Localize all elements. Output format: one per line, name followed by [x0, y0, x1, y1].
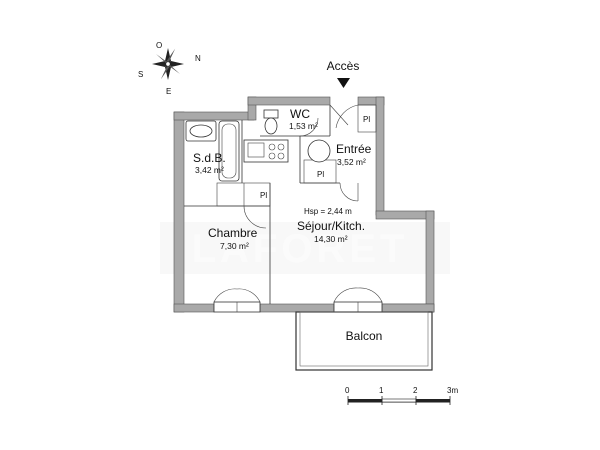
compass-north-label: O: [156, 41, 162, 50]
sdb-area: 3,42 m²: [195, 165, 224, 175]
entree-area: 3,52 m²: [337, 157, 366, 167]
access-arrow-icon: [337, 78, 350, 88]
watermark-text: LAFORET: [192, 227, 409, 271]
access-label: Accès: [327, 59, 360, 73]
watermark: LAFORET: [160, 222, 450, 274]
wc-name: WC: [290, 107, 310, 121]
scale-tick-0: 0: [345, 386, 350, 395]
entree-name: Entrée: [336, 142, 372, 156]
kitchen-fixtures: [243, 139, 289, 163]
scale-bar: [347, 396, 451, 405]
placard-label-2: Pl: [317, 170, 324, 179]
scale-tick-1: 1: [379, 386, 384, 395]
placard-label-1: Pl: [363, 115, 370, 124]
partitions: [184, 104, 377, 304]
compass-east-label: N: [195, 54, 201, 63]
chambre-area: 7,30 m²: [220, 241, 249, 251]
water-heater: [307, 139, 331, 163]
compass-rose-icon: [152, 48, 184, 80]
doors: [243, 104, 359, 229]
scale-tick-2: 2: [413, 386, 418, 395]
bathroom-fixtures: [185, 120, 240, 182]
compass-west-label: S: [138, 70, 143, 79]
ceiling-height: Hsp = 2,44 m: [304, 207, 352, 216]
balcony: [295, 311, 433, 371]
sejour-area: 14,30 m²: [314, 234, 348, 244]
sdb-name: S.d.B.: [193, 151, 226, 165]
placard-label-3: Pl: [260, 191, 267, 200]
sejour-name: Séjour/Kitch.: [297, 219, 365, 233]
wc-area: 1,53 m²: [289, 121, 318, 131]
balcon-name: Balcon: [346, 329, 383, 343]
scale-tick-3: 3m: [447, 386, 458, 395]
walls: [173, 96, 435, 313]
chambre-name: Chambre: [208, 226, 258, 240]
compass-south-label: E: [166, 87, 171, 96]
wc-fixtures: [263, 109, 279, 135]
